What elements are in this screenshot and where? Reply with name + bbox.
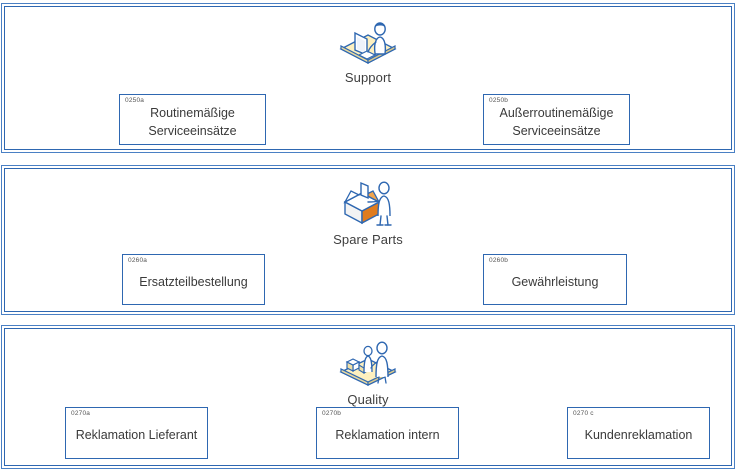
lane-spare-parts[interactable]: Spare Parts 0260a Ersatzteilbestellung 0… bbox=[4, 168, 732, 312]
task-box-0260b[interactable]: 0260b Gewährleistung bbox=[483, 254, 627, 305]
lane-support[interactable]: Support 0250a Routinemäßige Serviceeinsä… bbox=[4, 6, 732, 150]
task-box-0270a[interactable]: 0270a Reklamation Lieferant bbox=[65, 407, 208, 459]
two-people-inspection-icon bbox=[339, 341, 397, 386]
lane-title: Quality bbox=[347, 392, 389, 407]
task-id: 0270a bbox=[71, 410, 91, 417]
lane-title: Spare Parts bbox=[333, 232, 403, 247]
task-id: 0270b bbox=[322, 410, 342, 417]
task-box-0250a[interactable]: 0250a Routinemäßige Serviceeinsätze bbox=[119, 94, 266, 145]
task-label: Außerroutinemäßige Serviceeinsätze bbox=[499, 105, 614, 138]
task-id: 0250b bbox=[489, 97, 509, 104]
task-id: 0260b bbox=[489, 257, 509, 264]
task-id: 0260a bbox=[128, 257, 148, 264]
lane-header-support: Support bbox=[5, 13, 731, 85]
task-label: Kundenreklamation bbox=[584, 428, 693, 442]
lane-header-quality: Quality bbox=[5, 335, 731, 407]
task-label: Ersatzteilbestellung bbox=[139, 274, 248, 289]
task-box-0270c[interactable]: 0270 c Kundenreklamation bbox=[567, 407, 710, 459]
task-label: Reklamation intern bbox=[335, 428, 440, 442]
lane-header-spare-parts: Spare Parts bbox=[5, 175, 731, 247]
task-box-0270b[interactable]: 0270b Reklamation intern bbox=[316, 407, 459, 459]
task-id: 0250a bbox=[125, 97, 145, 104]
support-desk-person-icon bbox=[339, 22, 397, 64]
task-box-0250b[interactable]: 0250b Außerroutinemäßige Serviceeinsätze bbox=[483, 94, 630, 145]
task-label: Reklamation Lieferant bbox=[75, 428, 198, 442]
task-label: Gewährleistung bbox=[511, 274, 599, 289]
task-id: 0270 c bbox=[573, 410, 594, 417]
open-box-person-icon bbox=[343, 181, 392, 226]
lane-quality[interactable]: Quality 0270a Reklamation Lieferant 0270… bbox=[4, 328, 732, 466]
task-box-0260a[interactable]: 0260a Ersatzteilbestellung bbox=[122, 254, 265, 305]
task-label: Routinemäßige Serviceeinsätze bbox=[148, 105, 237, 138]
lane-title: Support bbox=[344, 70, 392, 85]
